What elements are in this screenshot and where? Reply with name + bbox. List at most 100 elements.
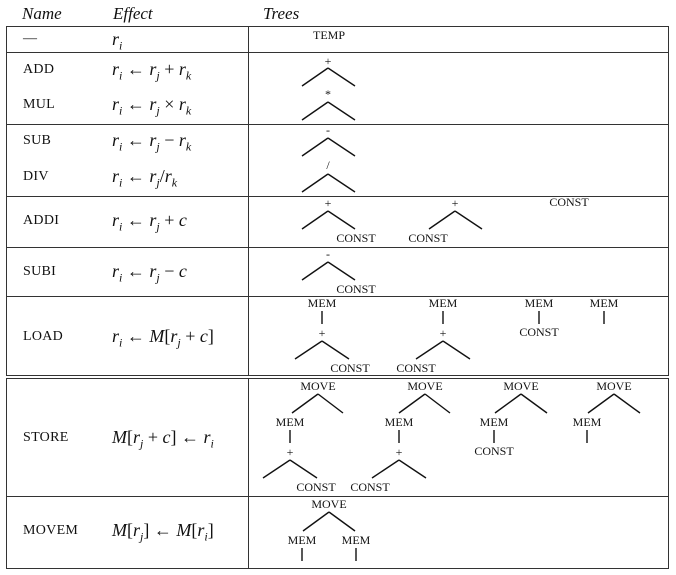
tree-label-mem: MEM xyxy=(288,533,317,547)
tree-edge xyxy=(613,393,641,414)
tree-label-mem: MEM xyxy=(573,415,602,429)
tree-label-plus: + xyxy=(396,445,403,459)
tree-label-const: CONST xyxy=(336,231,376,245)
tree-edge xyxy=(327,137,356,157)
tree-edge xyxy=(291,393,319,414)
tree-edge xyxy=(587,393,615,414)
tree-edge xyxy=(301,210,329,230)
tree-edge xyxy=(327,101,356,121)
tree-label-plus: + xyxy=(452,196,459,210)
tree-label-const: CONST xyxy=(330,361,370,375)
tree-edge xyxy=(301,137,329,157)
effect-formula: ri xyxy=(112,29,123,53)
tree-edge xyxy=(328,511,356,532)
row-divider xyxy=(6,496,669,498)
tree-edge xyxy=(327,173,356,193)
tree-label-mem: MEM xyxy=(590,296,619,310)
column-divider-lower xyxy=(248,378,250,569)
tree-edge xyxy=(301,261,329,281)
effect-formula: ri ← rj/rk xyxy=(112,166,178,190)
tree-label-minus: - xyxy=(326,123,330,137)
tree-label-mem: MEM xyxy=(525,296,554,310)
instruction-name: SUBI xyxy=(23,264,57,279)
table-frame-lower xyxy=(6,378,669,569)
tree-label-const: CONST xyxy=(396,361,436,375)
effect-formula: ri ← rj − c xyxy=(112,261,187,285)
row-divider xyxy=(6,247,669,249)
instruction-name: — xyxy=(23,31,38,46)
tree-label-mem: MEM xyxy=(429,296,458,310)
tree-label-const: CONST xyxy=(549,195,589,209)
instruction-name: MOVEM xyxy=(23,523,79,538)
instruction-name: ADDI xyxy=(23,213,60,228)
tree-label-mem: MEM xyxy=(385,415,414,429)
header-name: Name xyxy=(22,4,62,23)
instruction-name: ADD xyxy=(23,62,55,77)
tree-label-plus: + xyxy=(325,196,332,210)
tree-label-minus: - xyxy=(326,247,330,261)
effect-formula: M[rj] ← M[ri] xyxy=(112,520,214,544)
effect-formula: ri ← M[rj + c] xyxy=(112,326,214,350)
table-frame-upper xyxy=(6,26,669,376)
effect-formula: ri ← rj + c xyxy=(112,210,187,234)
tree-edge xyxy=(454,210,483,230)
tree-label-mem: MEM xyxy=(276,415,305,429)
tree-label-plus: + xyxy=(319,326,326,340)
tree-label-slash: / xyxy=(326,158,330,172)
tree-edge xyxy=(289,459,318,479)
tree-edge xyxy=(301,173,329,193)
effect-formula: M[rj + c] ← ri xyxy=(112,427,214,451)
tree-label-times: * xyxy=(325,87,331,101)
tree-label-const: CONST xyxy=(519,325,559,339)
tree-label-const: CONST xyxy=(408,231,448,245)
tree-edge xyxy=(415,340,444,360)
tree-edge xyxy=(317,393,344,414)
effect-formula: ri ← rj × rk xyxy=(112,94,192,118)
instruction-name: LOAD xyxy=(23,329,64,344)
tree-edge xyxy=(398,459,427,479)
tree-edge xyxy=(371,459,400,479)
tree-edge xyxy=(442,340,471,360)
instruction-name: SUB xyxy=(23,133,52,148)
tree-label-temp: TEMP xyxy=(313,28,345,42)
tree-edge xyxy=(302,511,330,532)
tree-label-move: MOVE xyxy=(407,379,442,393)
tree-label-move: MOVE xyxy=(311,497,346,511)
header-effect: Effect xyxy=(113,4,153,23)
tree-edge xyxy=(494,393,522,414)
tree-edge xyxy=(321,340,350,360)
tree-edge xyxy=(262,459,291,479)
effect-formula: ri ← rj + rk xyxy=(112,59,192,83)
tree-label-mem: MEM xyxy=(342,533,371,547)
tree-label-const: CONST xyxy=(474,444,514,458)
tree-edge xyxy=(294,340,323,360)
tree-edge xyxy=(301,67,329,87)
row-divider xyxy=(6,296,669,298)
tree-label-move: MOVE xyxy=(503,379,538,393)
tree-label-mem: MEM xyxy=(480,415,509,429)
tree-label-plus: + xyxy=(440,326,447,340)
tree-label-plus: + xyxy=(325,54,332,68)
tree-edge xyxy=(327,210,356,230)
tree-edge xyxy=(520,393,548,414)
instruction-name: DIV xyxy=(23,169,49,184)
tree-edge xyxy=(327,67,356,87)
tree-label-const: CONST xyxy=(336,282,376,296)
row-divider xyxy=(6,196,669,198)
tree-label-const: CONST xyxy=(350,480,390,494)
tree-edge xyxy=(301,101,329,121)
tree-label-move: MOVE xyxy=(300,379,335,393)
tree-label-const: CONST xyxy=(296,480,336,494)
tree-edge xyxy=(398,393,426,414)
header-trees: Trees xyxy=(263,4,300,23)
effect-formula: ri ← rj − rk xyxy=(112,130,192,154)
tree-label-mem: MEM xyxy=(308,296,337,310)
tree-edge xyxy=(424,393,451,414)
row-divider xyxy=(6,52,669,54)
column-divider-upper xyxy=(248,26,250,376)
tree-edge xyxy=(428,210,456,230)
tree-label-move: MOVE xyxy=(596,379,631,393)
instruction-name: MUL xyxy=(23,97,56,112)
tree-label-plus: + xyxy=(287,445,294,459)
